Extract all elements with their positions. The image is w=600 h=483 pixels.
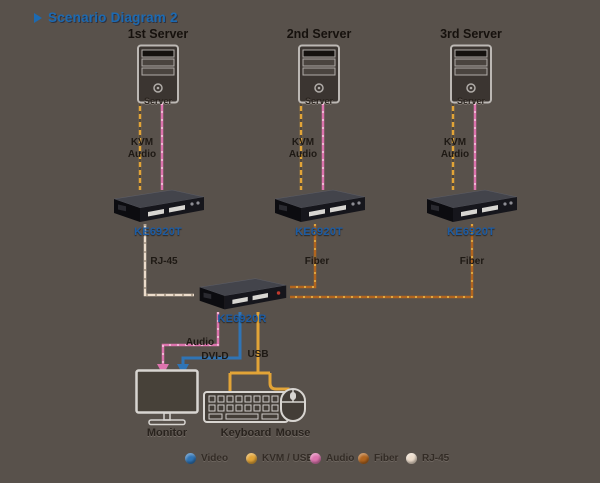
keyboard-label: Keyboard — [220, 427, 272, 439]
uplink-label-3: Fiber — [459, 256, 485, 267]
kvm-usb-legend-label: KVM / USB — [262, 452, 314, 464]
audio-cable-label-1: Audio — [127, 149, 157, 160]
page-title: Scenario Diagram 2 — [48, 10, 178, 25]
usb-out-label: USB — [247, 349, 269, 360]
transmitter-2-label: KE6920T — [295, 226, 343, 238]
legend-item-video: Video — [185, 451, 228, 465]
server-1-tower-icon — [137, 44, 179, 104]
transmitter-3-label: KE6920T — [447, 226, 495, 238]
page-title-row: Scenario Diagram 2 — [34, 10, 178, 25]
receiver-device — [199, 278, 287, 310]
receiver-label: KE6920R — [217, 313, 267, 325]
uplink-label-2: Fiber — [304, 256, 330, 267]
kvm-usb-legend-dot-icon — [246, 452, 257, 464]
fiber-legend-label: Fiber — [374, 452, 399, 464]
legend-item-kvm-usb: KVM / USB — [246, 451, 314, 465]
server-1-caption: Server — [143, 96, 173, 106]
kvm-cable-label-1: KVM — [130, 137, 154, 148]
transmitter-3-device — [426, 189, 518, 222]
server-2-title: 2nd Server — [286, 27, 352, 41]
kvm-cable-label-3: KVM — [443, 137, 467, 148]
legend-item-audio: Audio — [310, 451, 354, 465]
server-2-caption: Server — [304, 96, 334, 106]
server-3-tower-icon — [450, 44, 492, 104]
kvm-cable-label-2: KVM — [291, 137, 315, 148]
audio-legend-label: Audio — [326, 452, 355, 464]
server-3-title: 3rd Server — [440, 27, 502, 41]
server-2-tower-icon — [298, 44, 340, 104]
transmitter-2-device — [274, 189, 366, 222]
audio-legend-dot-icon — [310, 452, 321, 464]
fiber-legend-dot-icon — [358, 452, 369, 464]
mouse-icon — [280, 388, 306, 422]
audio-out-label: Audio — [185, 337, 215, 348]
rj45-legend-dot-icon — [406, 452, 417, 464]
keyboard-icon — [203, 391, 289, 423]
transmitter-1-label: KE6920T — [134, 226, 182, 238]
uplink-label-1: RJ-45 — [150, 256, 178, 267]
legend-item-fiber: Fiber — [358, 451, 398, 465]
monitor-icon — [135, 369, 199, 426]
audio-cable-label-3: Audio — [440, 149, 470, 160]
rj45-legend-label: RJ-45 — [422, 452, 450, 464]
server-3-caption: Server — [456, 96, 486, 106]
server-1-title: 1st Server — [127, 27, 189, 41]
video-legend-label: Video — [201, 452, 229, 464]
video-legend-dot-icon — [185, 452, 196, 464]
transmitter-1-device — [113, 189, 205, 222]
title-arrow-icon — [34, 12, 42, 23]
video-out-label: DVI-D — [201, 351, 229, 362]
legend-item-rj45: RJ-45 — [406, 451, 449, 465]
audio-cable-label-2: Audio — [288, 149, 318, 160]
monitor-label: Monitor — [146, 427, 188, 439]
mouse-label: Mouse — [275, 427, 311, 439]
